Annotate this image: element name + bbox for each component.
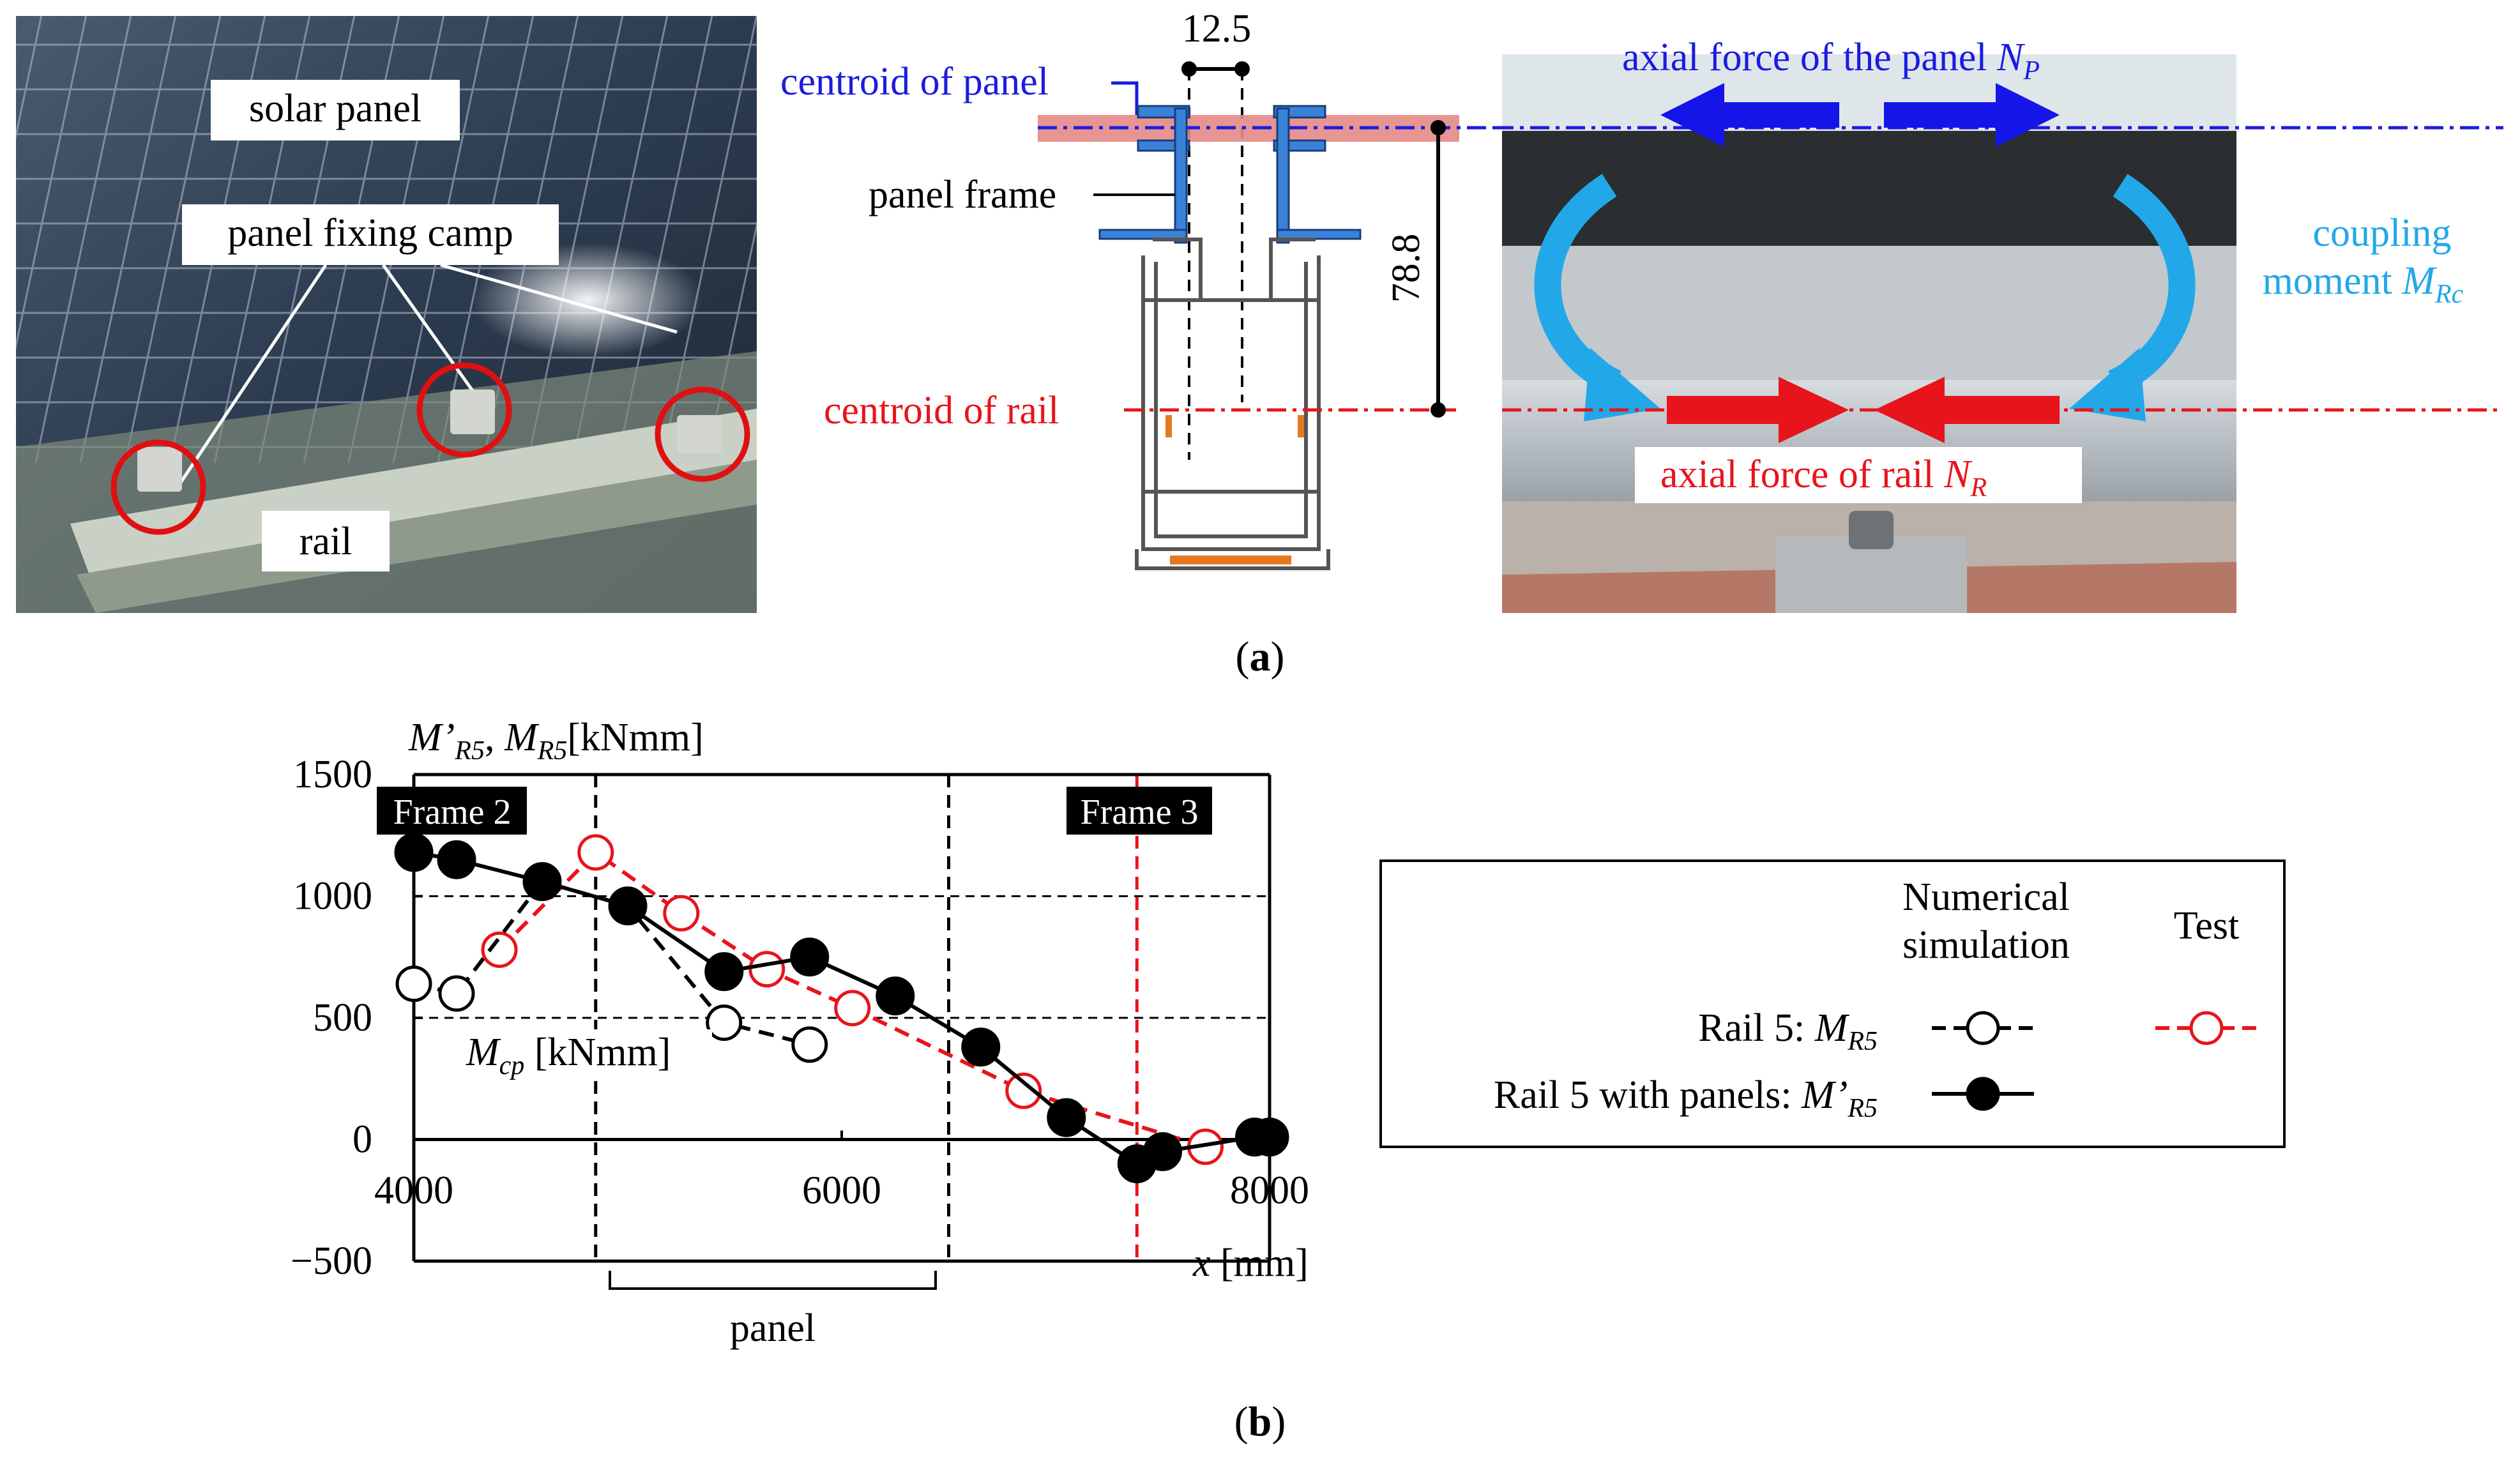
label-centroid-of-panel: centroid of panel: [780, 60, 1049, 103]
gridlines: [414, 895, 1270, 1019]
label-box-rail: [262, 511, 390, 572]
series-1-point-3: [608, 886, 648, 926]
legend-marker-test-open: [2155, 1011, 2258, 1045]
caption-b: (b): [1234, 1398, 1286, 1445]
y-tick-label-500: 500: [313, 996, 372, 1040]
clamp-shapes: [137, 390, 722, 492]
series-1-point-8: [1047, 1098, 1086, 1137]
frame2-label: Frame 2: [393, 792, 511, 832]
label-fixing-clamp: panel fixing camp: [227, 211, 513, 255]
legend-box: [1379, 859, 2286, 1148]
y-tick-label--500: −500: [291, 1239, 372, 1283]
series-2-point-2: [663, 895, 700, 932]
legend-row-rail5-panels: Rail 5 with panels: M’R5: [1494, 1073, 1878, 1123]
clamp-leader-lines: [177, 263, 678, 487]
label-solar-panel: solar panel: [249, 87, 421, 130]
label-box-axial-rail: [1635, 447, 2082, 503]
series-0-point-5: [791, 1026, 828, 1063]
legend-row-rail5: Rail 5: MR5: [1698, 1006, 1878, 1056]
legend-marker-sim-filled: [1932, 1077, 2034, 1111]
series-2-point-3: [748, 951, 786, 988]
series-1-point-0: [394, 833, 434, 872]
series-1-point-2: [522, 862, 562, 902]
y-tick-label-1000: 1000: [293, 875, 372, 918]
arrow-axial-panel-left: [1660, 83, 1839, 147]
series-2-point-4: [834, 990, 871, 1027]
legend-header-numerical-2: simulation: [1902, 923, 2070, 967]
series-2-point-0: [481, 931, 518, 968]
arrow-axial-rail-right: [1874, 377, 2060, 443]
x-tick-label-4000: 4000: [374, 1169, 453, 1213]
label-axial-force-panel: axial force of the panel NP: [1622, 36, 2040, 86]
cross-section-drawing: 12.5 centroid of panel panel frame: [780, 7, 1494, 570]
series-2-point-5: [1005, 1072, 1042, 1109]
x-tick-label-6000: 6000: [802, 1169, 881, 1213]
legend-marker-sim-open: [1932, 1011, 2034, 1045]
series-1-point-1: [437, 840, 476, 879]
label-box-solar-panel: [211, 80, 460, 140]
legend-header-numerical-1: Numerical: [1902, 875, 2070, 919]
mcp-label-box: [460, 1029, 712, 1080]
panel-bracket-label: panel: [730, 1306, 816, 1350]
x-tick-label-8000: 8000: [1230, 1169, 1309, 1213]
axes: −500 0 500 1000 1500 4000 6000 8000: [291, 753, 1309, 1283]
x-axis-label: x [mm]: [1192, 1241, 1309, 1285]
legend: Numerical simulation Test Rail 5: MR5 Ra…: [1379, 859, 2286, 1148]
y-tick-label-1500: 1500: [293, 753, 372, 796]
series-1-point-12: [1250, 1117, 1289, 1157]
series-layer: [394, 833, 1289, 1184]
series-1-point-6: [876, 976, 915, 1016]
dimension-width: 12.5: [1182, 7, 1252, 50]
label-box-fixing-clamp: [182, 204, 559, 265]
panel-bracket: [609, 1271, 937, 1290]
arrow-axial-panel-right: [1884, 83, 2060, 147]
frame3-tag: [1066, 787, 1212, 835]
label-rail: rail: [300, 520, 353, 563]
label-axial-force-rail: axial force of rail NR: [1660, 453, 1987, 503]
series-1-point-10: [1143, 1132, 1182, 1172]
series-2-point-1: [577, 834, 614, 871]
chart-bending-moment: −500 0 500 1000 1500 4000 6000 8000 M’R5, MR5[k…: [291, 716, 1309, 1350]
frame3-label: Frame 3: [1080, 792, 1198, 832]
series-1-point-4: [704, 952, 744, 992]
series-1-point-5: [790, 937, 830, 977]
y-tick-label-0: 0: [353, 1118, 372, 1162]
label-centroid-of-rail: centroid of rail: [824, 389, 1059, 432]
dimension-height: 78.8: [1385, 234, 1428, 303]
arrow-axial-rail-left: [1667, 377, 1849, 443]
mcp-label: Mcp [kNmm]: [466, 1031, 671, 1080]
series-0-point-4: [706, 1004, 743, 1041]
photo-rail-forces: axial force of the panel NP coupling mom…: [1494, 36, 2503, 613]
clamp-highlight-circles: [110, 362, 750, 535]
series-0-point-1: [438, 975, 475, 1012]
frame2-tag: [377, 787, 527, 835]
label-coupling-moment: moment MRc: [2263, 259, 2464, 309]
photo-solar-panel: solar panel panel fixing camp rail: [16, 16, 757, 613]
series-1-point-7: [961, 1027, 1001, 1067]
legend-header-test: Test: [2174, 904, 2239, 948]
y-axis-label: M’R5, MR5[kNmm]: [408, 716, 704, 766]
label-coupling: coupling: [2313, 211, 2452, 255]
caption-a: (a): [1236, 633, 1285, 680]
label-panel-frame: panel frame: [869, 173, 1056, 216]
series-0-point-0: [395, 965, 432, 1003]
